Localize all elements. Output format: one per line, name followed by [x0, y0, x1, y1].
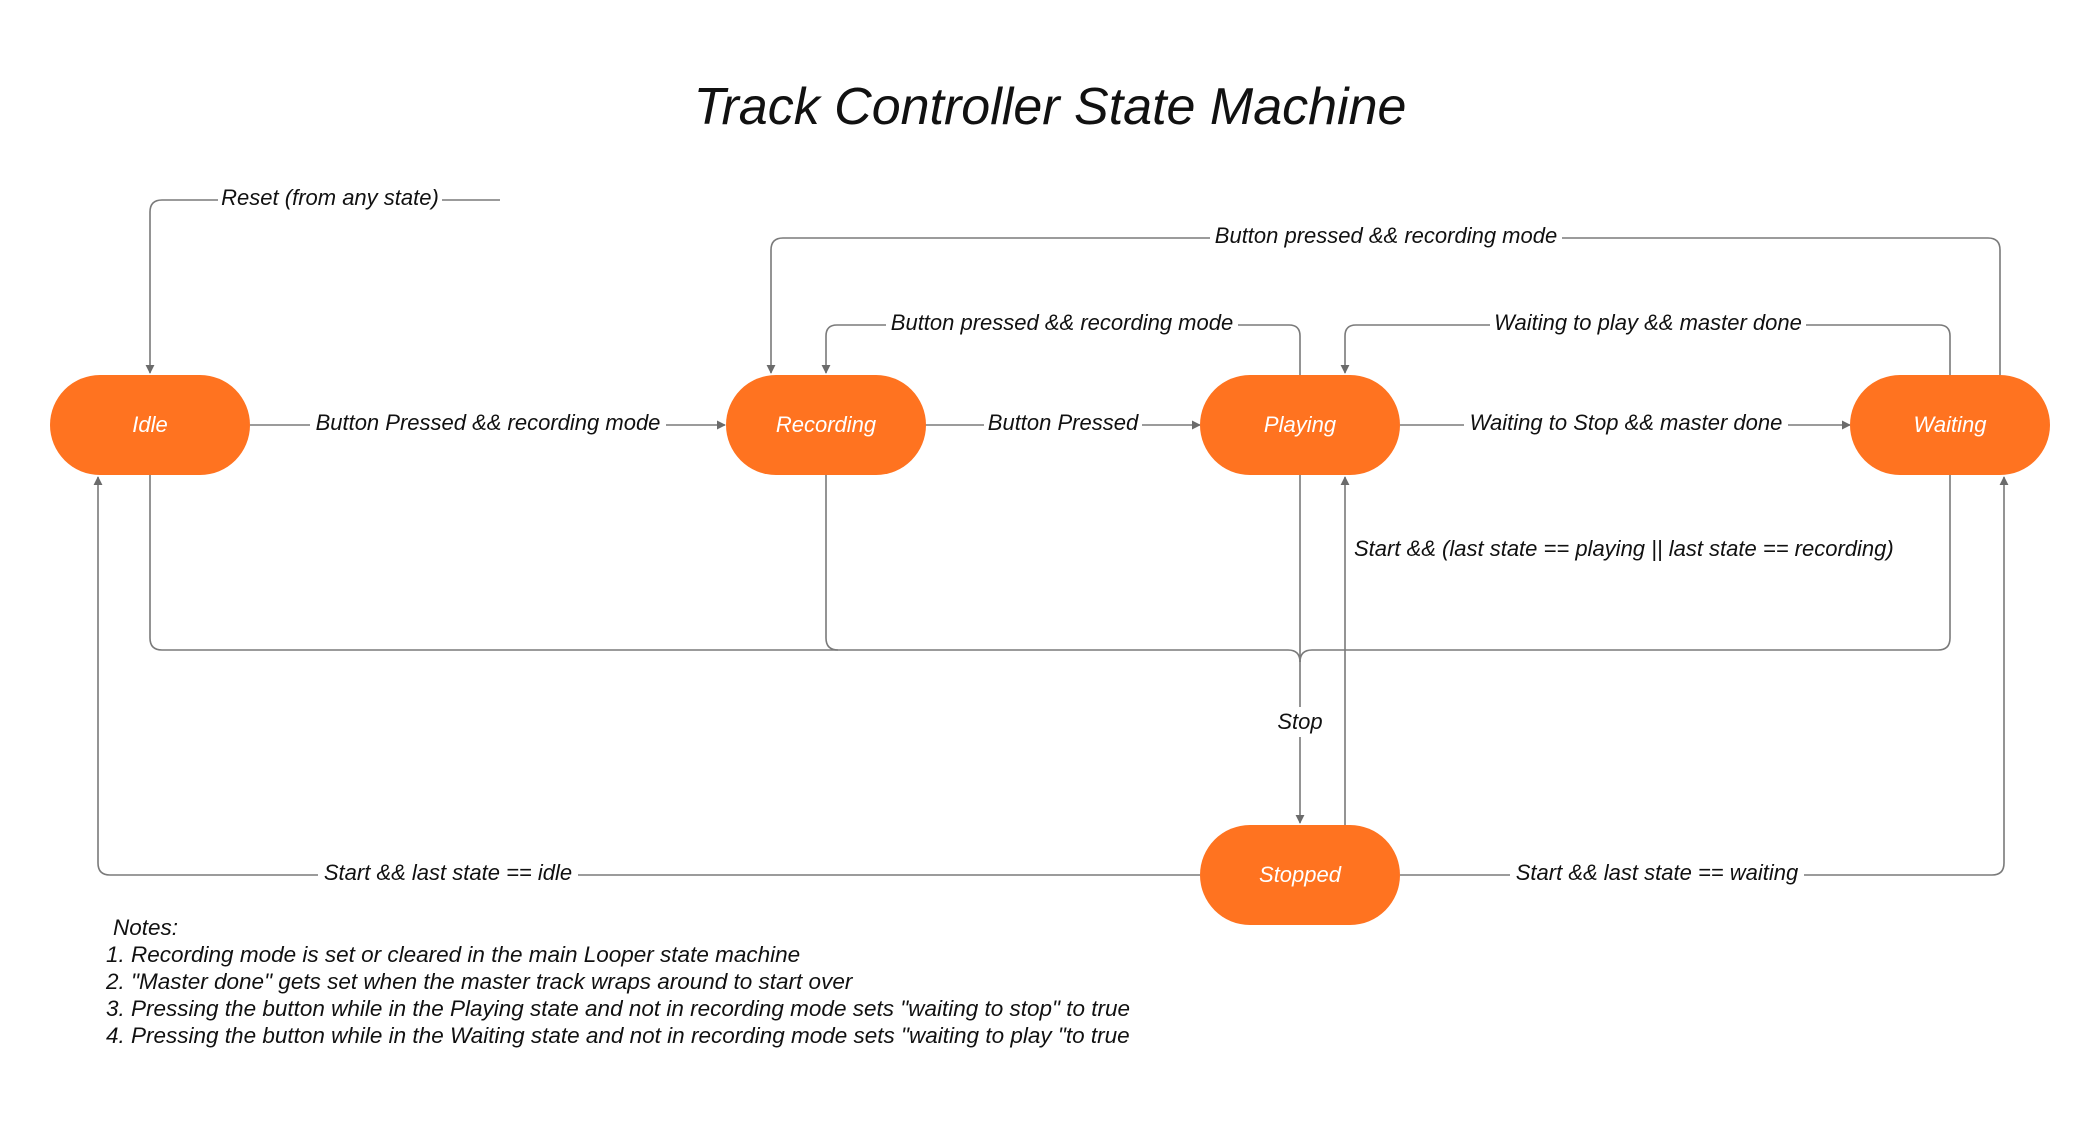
svg-text:Button Pressed && recording mo: Button Pressed && recording mode — [316, 410, 661, 435]
state-playing: Playing — [1200, 375, 1400, 475]
svg-text:Waiting to play && master done: Waiting to play && master done — [1494, 310, 1802, 335]
state-waiting: Waiting — [1850, 375, 2050, 475]
state-idle: Idle — [50, 375, 250, 475]
svg-text:Idle: Idle — [132, 412, 167, 437]
label-waiting-to-playing: Waiting to play && master done — [1490, 309, 1806, 339]
label-stopped-to-waiting: Start && last state == waiting — [1510, 859, 1804, 889]
label-stop: Stop — [1270, 707, 1330, 737]
svg-text:Reset (from any state): Reset (from any state) — [221, 185, 439, 210]
label-stopped-to-playing: Start && (last state == playing || last … — [1354, 536, 1894, 561]
edge-idle-stop-branch — [149, 475, 1301, 663]
notes: Notes: 1. Recording mode is set or clear… — [105, 915, 1130, 1048]
note-item: 1. Recording mode is set or cleared in t… — [106, 942, 800, 967]
svg-text:Button pressed && recording mo: Button pressed && recording mode — [891, 310, 1233, 335]
label-idle-to-recording: Button Pressed && recording mode — [310, 409, 666, 439]
edge-stopped-to-waiting — [1400, 476, 2009, 876]
edge-stopped-to-idle — [93, 476, 1200, 876]
svg-text:Start && last state == waiting: Start && last state == waiting — [1516, 860, 1799, 885]
svg-text:Playing: Playing — [1264, 412, 1337, 437]
state-recording: Recording — [726, 375, 926, 475]
notes-heading: Notes: — [113, 915, 178, 940]
note-item: 2. "Master done" gets set when the maste… — [105, 969, 854, 994]
label-waiting-to-recording: Button pressed && recording mode — [1210, 222, 1562, 252]
label-reset: Reset (from any state) — [218, 184, 442, 214]
edge-waiting-stop-branch — [1299, 475, 1951, 663]
svg-text:Button pressed && recording mo: Button pressed && recording mode — [1215, 223, 1557, 248]
note-item: 3. Pressing the button while in the Play… — [106, 996, 1130, 1021]
label-stopped-to-idle: Start && last state == idle — [318, 859, 578, 889]
label-recording-to-playing: Button Pressed — [984, 409, 1142, 439]
edge-recording-stop-branch — [825, 475, 839, 651]
svg-text:Waiting to Stop && master done: Waiting to Stop && master done — [1470, 410, 1783, 435]
diagram-title: Track Controller State Machine — [694, 78, 1407, 136]
note-item: 4. Pressing the button while in the Wait… — [106, 1023, 1130, 1048]
label-playing-to-recording: Button pressed && recording mode — [886, 309, 1238, 339]
label-playing-to-waiting: Waiting to Stop && master done — [1464, 409, 1788, 439]
svg-text:Waiting: Waiting — [1914, 412, 1988, 437]
edge-waiting-to-recording — [766, 237, 2001, 375]
svg-text:Stop: Stop — [1277, 709, 1322, 734]
edge-reset — [145, 199, 500, 374]
state-stopped: Stopped — [1200, 825, 1400, 925]
svg-text:Start && last state == idle: Start && last state == idle — [324, 860, 572, 885]
svg-text:Stopped: Stopped — [1259, 862, 1342, 887]
svg-text:Button Pressed: Button Pressed — [988, 410, 1139, 435]
svg-text:Start && (last state == playin: Start && (last state == playing || last … — [1354, 536, 1894, 561]
svg-text:Recording: Recording — [776, 412, 877, 437]
